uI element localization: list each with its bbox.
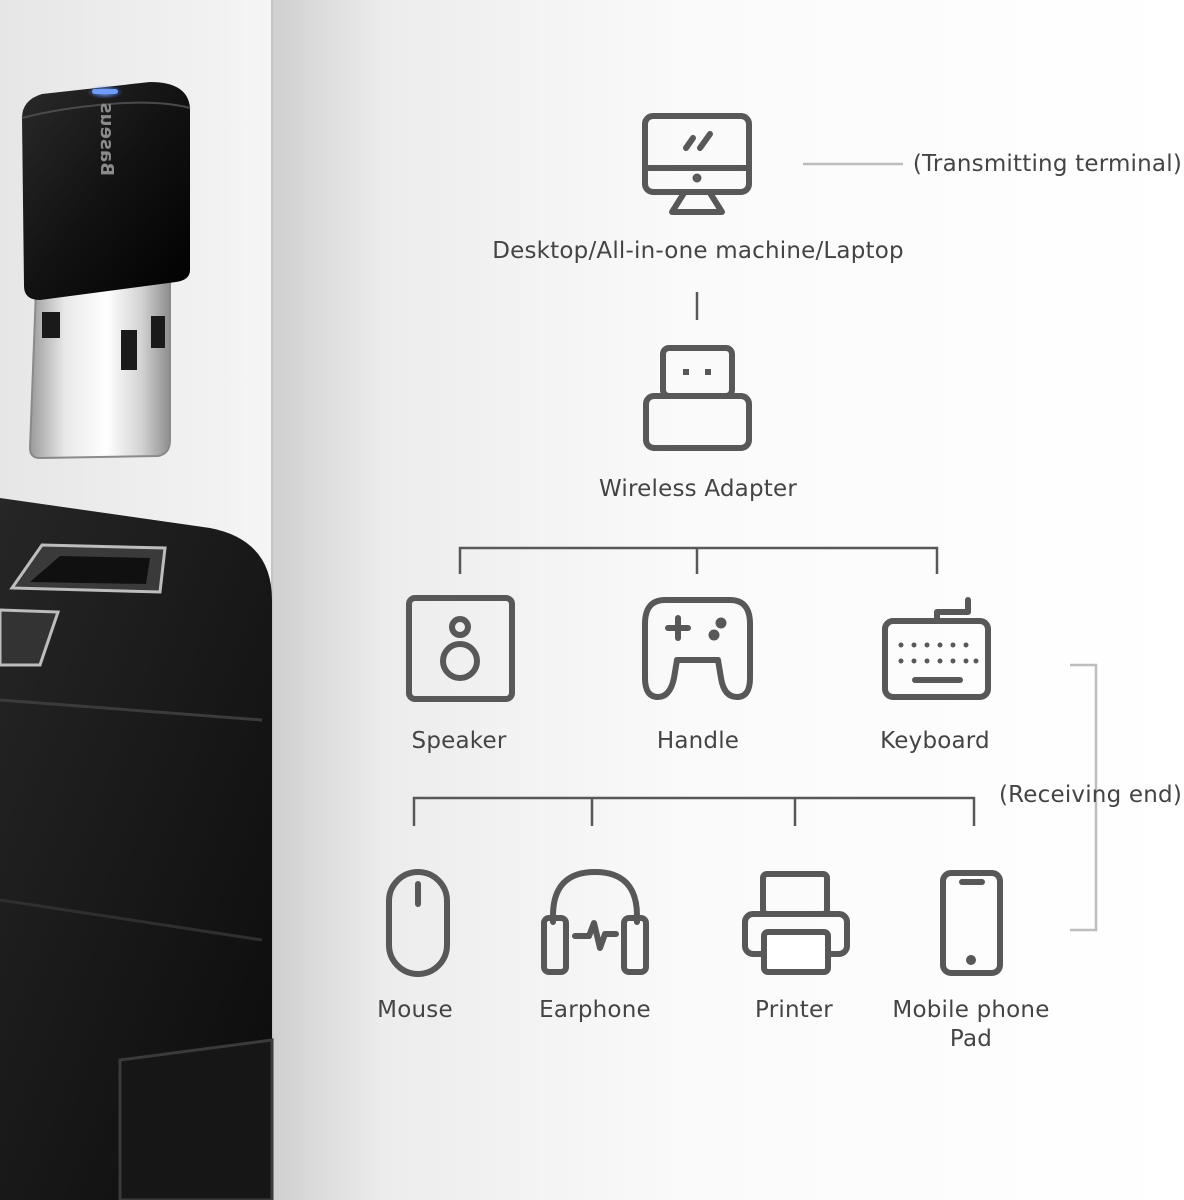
handle-label: Handle xyxy=(656,728,740,754)
desktop-monitor-icon xyxy=(642,113,752,215)
adapter-label: Wireless Adapter xyxy=(599,476,797,502)
phone-icon xyxy=(940,870,1003,976)
mobile-phone-label: Mobile phone xyxy=(892,997,1050,1023)
branch-row1 xyxy=(458,546,939,574)
receiving-bracket xyxy=(1070,663,1098,932)
keyboard-icon xyxy=(882,597,991,700)
connector-lines xyxy=(412,162,1098,932)
pad-label: Pad xyxy=(949,1026,993,1052)
keyboard-label: Keyboard xyxy=(880,728,990,754)
speaker-icon xyxy=(406,595,515,702)
earphone-label: Earphone xyxy=(539,997,651,1023)
brand-logo-text: Baseus xyxy=(96,102,117,176)
usb-adapter-icon xyxy=(643,345,752,451)
speaker-label: Speaker xyxy=(411,728,507,754)
branch-row2 xyxy=(412,796,976,826)
usb-dongle-photo xyxy=(21,82,191,460)
transmitter-role-label: (Transmitting terminal) xyxy=(912,151,1182,177)
mouse-icon xyxy=(386,869,450,977)
headphones-icon xyxy=(541,869,649,975)
transmitter-device-label: Desktop/All-in-one machine/Laptop xyxy=(492,238,904,264)
usb-port-bottom xyxy=(0,608,61,667)
mouse-label: Mouse xyxy=(377,997,453,1023)
receiving-role-label: (Receiving end) xyxy=(998,782,1182,808)
keyboard-keys xyxy=(898,642,979,664)
printer-label: Printer xyxy=(755,997,833,1023)
laptop-photo xyxy=(0,498,274,1200)
gamepad-icon xyxy=(642,597,753,700)
printer-icon xyxy=(742,871,850,975)
